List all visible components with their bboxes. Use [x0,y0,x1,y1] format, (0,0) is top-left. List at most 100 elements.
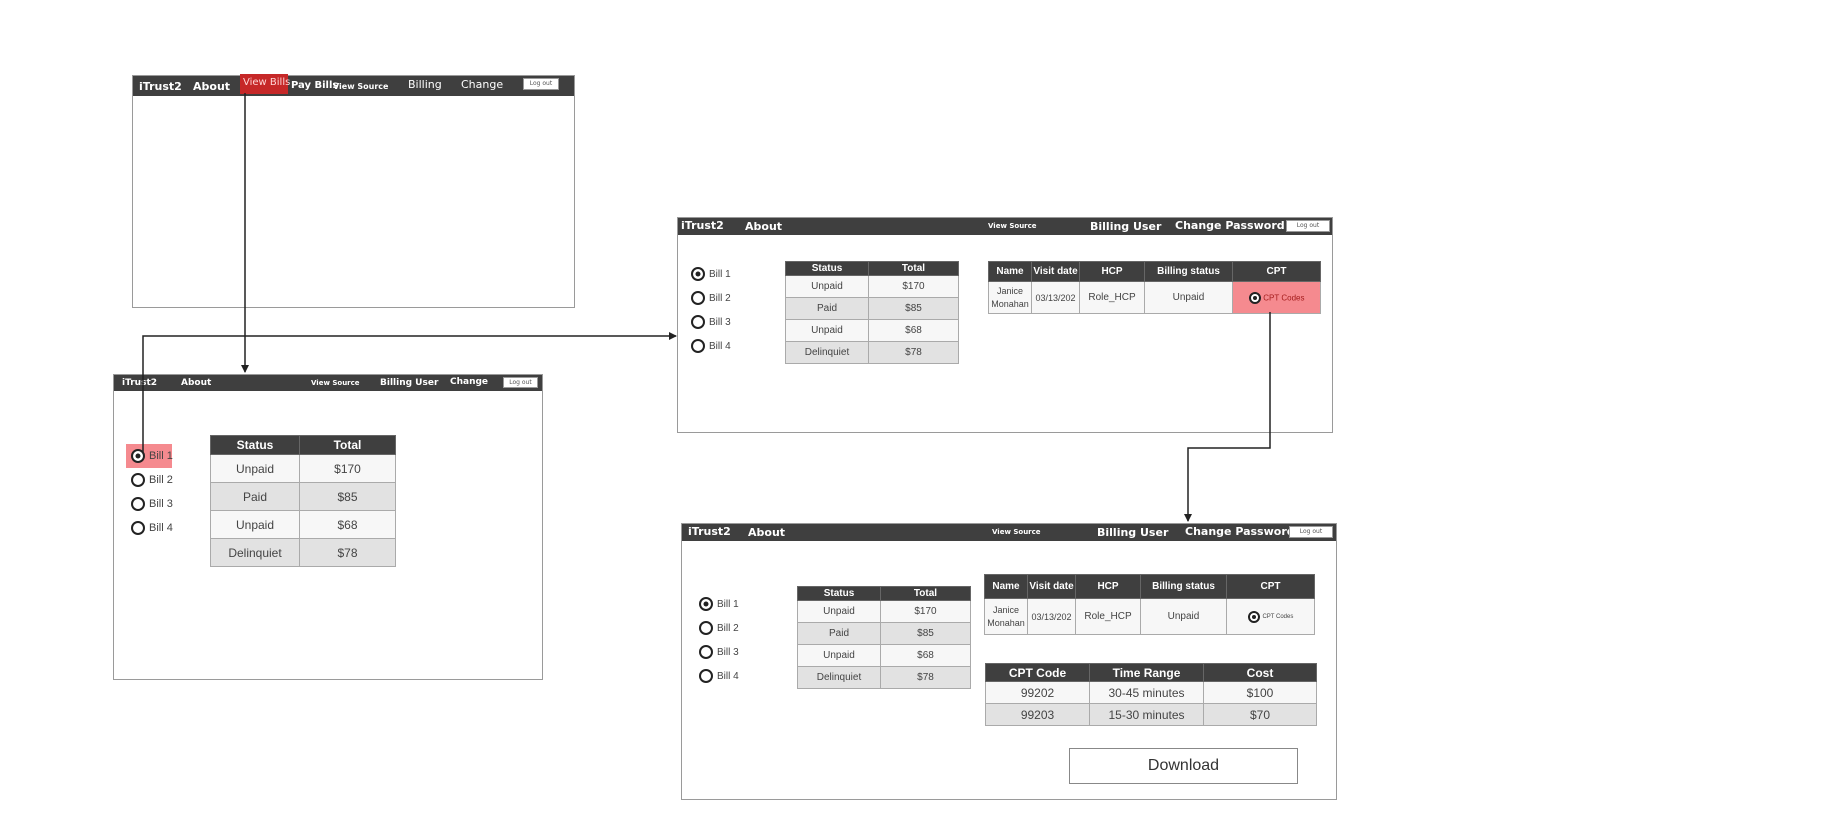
logout-button[interactable]: Log out [523,78,559,90]
nav-view-bills[interactable]: View Bills [243,77,291,88]
column-header: HCP [1075,574,1141,599]
bill-option-label: Bill 3 [149,498,173,510]
radio-selected-icon[interactable] [131,449,145,463]
nav-billing-user[interactable]: Billing User [1090,220,1162,233]
cpt-codes-label: CPT Codes [1263,293,1305,302]
download-button[interactable]: Download [1069,748,1298,784]
radio-selected-icon[interactable] [691,267,705,281]
table-row[interactable]: Delinquiet$78 [785,341,959,364]
bill-option-2[interactable]: Bill 2 [131,473,173,487]
navbar: iTrust2 About View Source Billing User C… [114,375,542,391]
nav-change[interactable]: Change [461,78,504,91]
table-row[interactable]: Paid$85 [785,297,959,320]
total-cell: $68 [880,644,971,667]
radio-icon[interactable] [691,291,705,305]
bill-detail-table: Name Visit date HCP Billing status CPT J… [988,261,1321,314]
column-header: CPT Code [985,663,1090,682]
table-row[interactable]: Unpaid$170 [797,600,971,623]
nav-about[interactable]: About [748,526,786,539]
nav-billing-user[interactable]: Billing User [380,378,439,388]
table-row[interactable]: Delinquiet$78 [797,666,971,689]
hcp-cell: Role_HCP [1079,281,1145,314]
nav-view-source[interactable]: View Source [992,528,1041,536]
table-row[interactable]: Unpaid$170 [785,275,959,298]
logout-button[interactable]: Log out [503,377,538,388]
frame-bill-detail: iTrust2 About View Source Billing User C… [677,217,1333,433]
time-range-cell: 30-45 minutes [1089,681,1204,704]
table-row[interactable]: Unpaid$68 [785,319,959,342]
cpt-cell[interactable]: CPT Codes [1232,281,1321,314]
brand-link[interactable]: iTrust2 [681,219,724,232]
nav-view-source[interactable]: View Source [311,379,360,387]
nav-pay-bills[interactable]: Pay Bills [291,80,339,91]
table-row[interactable]: Unpaid$68 [210,510,396,539]
total-cell: $78 [880,666,971,689]
nav-about[interactable]: About [181,378,212,388]
cpt-radio-selected-icon[interactable] [1248,291,1261,304]
nav-view-source[interactable]: View Source [988,222,1037,230]
total-cell: $68 [299,510,396,539]
bill-option-3[interactable]: Bill 3 [131,497,173,511]
brand-link[interactable]: iTrust2 [122,378,158,388]
radio-icon[interactable] [691,339,705,353]
radio-icon[interactable] [699,645,713,659]
radio-icon[interactable] [699,621,713,635]
table-row[interactable]: Delinquiet$78 [210,538,396,567]
bill-option-label: Bill 1 [709,268,731,280]
bill-option-4[interactable]: Bill 4 [699,669,739,683]
cpt-radio-selected-icon[interactable] [1247,610,1260,623]
bill-option-2[interactable]: Bill 2 [691,291,731,305]
radio-icon[interactable] [131,497,145,511]
status-cell: Paid [797,622,881,645]
status-cell: Unpaid [785,319,869,342]
visit-date-cell: 03/13/202 [1027,598,1076,635]
bill-option-label: Bill 1 [717,598,739,610]
brand-link[interactable]: iTrust2 [688,525,731,538]
radio-icon[interactable] [691,315,705,329]
bill-option-1[interactable]: Bill 1 [699,597,739,611]
brand-link[interactable]: iTrust2 [139,80,182,93]
logout-button[interactable]: Log out [1286,220,1330,232]
nav-about[interactable]: About [193,80,231,93]
table-row[interactable]: Paid$85 [797,622,971,645]
radio-icon[interactable] [131,521,145,535]
logout-button[interactable]: Log out [1289,526,1333,538]
radio-icon[interactable] [699,669,713,683]
bill-option-1[interactable]: Bill 1 [691,267,731,281]
status-cell: Unpaid [210,510,300,539]
total-cell: $78 [299,538,396,567]
total-cell: $170 [868,275,959,298]
cpt-cell[interactable]: CPT Codes [1226,598,1315,635]
bill-option-2[interactable]: Bill 2 [699,621,739,635]
nav-billing[interactable]: Billing [408,78,442,91]
nav-view-source[interactable]: View Source [333,82,389,91]
radio-icon[interactable] [131,473,145,487]
bill-option-label: Bill 4 [709,340,731,352]
bill-option-label: Bill 3 [709,316,731,328]
nav-change-password[interactable]: Change Password [1185,525,1295,538]
table-row[interactable]: Unpaid$170 [210,454,396,483]
bill-option-3[interactable]: Bill 3 [699,645,739,659]
nav-billing-user[interactable]: Billing User [1097,526,1169,539]
radio-selected-icon[interactable] [699,597,713,611]
bill-option-3[interactable]: Bill 3 [691,315,731,329]
nav-about[interactable]: About [745,220,783,233]
bill-option-label: Bill 2 [709,292,731,304]
column-header: Billing status [1144,261,1233,282]
table-row[interactable]: Paid$85 [210,482,396,511]
nav-change[interactable]: Change [450,377,489,387]
column-header: Time Range [1089,663,1204,682]
bill-option-label: Bill 2 [717,622,739,634]
bill-option-4[interactable]: Bill 4 [691,339,731,353]
bill-option-1[interactable]: Bill 1 [131,449,173,463]
nav-change-password[interactable]: Change Password [1175,219,1285,232]
bill-option-4[interactable]: Bill 4 [131,521,173,535]
